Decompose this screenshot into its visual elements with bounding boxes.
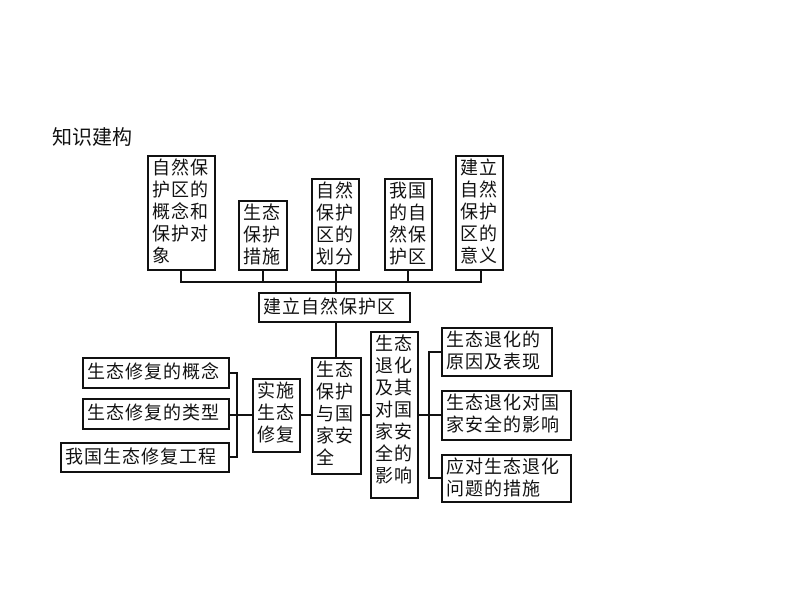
connector	[407, 271, 409, 283]
node-restoration-concept: 生态修复的概念	[82, 357, 230, 389]
connector	[301, 414, 311, 416]
node-eco-restoration: 实施 生态 修复	[252, 378, 301, 453]
node-center: 生态 保护 与国 家安 全	[311, 357, 362, 475]
node-restoration-projects: 我国生态修复工程	[60, 442, 230, 473]
connector	[362, 414, 370, 416]
node-protected-area-classification: 自然 保护 区的 划分	[311, 178, 360, 271]
section-title: 知识建构	[52, 125, 132, 149]
connector	[262, 271, 264, 283]
connector	[230, 456, 238, 458]
node-degradation-measures: 应对生态退化 问题的措施	[441, 454, 572, 503]
node-protected-area-significance: 建立 自然 保护 区的 意义	[455, 155, 504, 271]
connector	[480, 271, 482, 283]
connector	[335, 323, 337, 358]
connector	[180, 281, 482, 283]
connector	[230, 372, 238, 374]
node-protected-area-concept: 自然保 护区的 概念和 保护对 象	[147, 155, 216, 271]
connector	[419, 414, 429, 416]
node-china-protected-areas: 我国 的自 然保 护区	[384, 178, 433, 271]
connector	[230, 414, 252, 416]
node-restoration-types: 生态修复的类型	[82, 398, 230, 430]
connector	[428, 477, 441, 479]
node-hub: 建立自然保护区	[258, 292, 411, 323]
node-eco-protection-measures: 生态 保护 措施	[238, 200, 288, 271]
connector	[428, 414, 441, 416]
node-degradation-impact: 生态退化对国 家安全的影响	[441, 390, 572, 441]
connector	[236, 372, 238, 458]
node-degradation-causes: 生态退化的 原因及表现	[441, 327, 553, 377]
connector	[428, 351, 441, 353]
node-eco-degradation: 生态 退化 及其 对国 家安 全的 影响	[370, 331, 419, 499]
connector	[180, 271, 182, 283]
